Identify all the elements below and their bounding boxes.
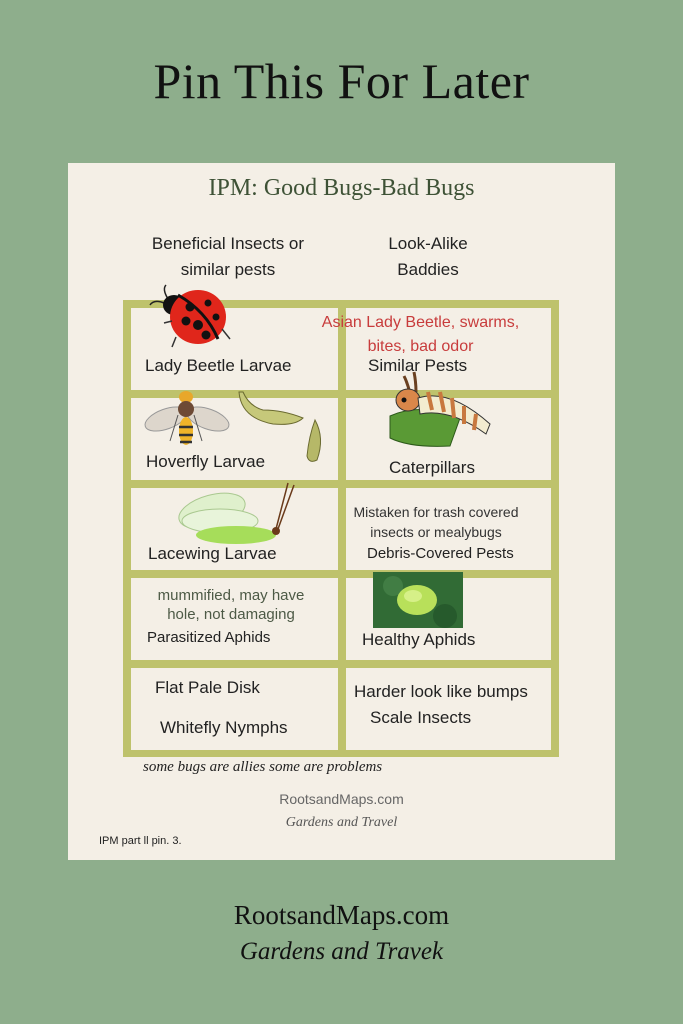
debris-note: Mistaken for trash covered insects or me…	[353, 504, 519, 540]
hoverfly-icon	[144, 391, 230, 445]
aphid-photo	[373, 572, 463, 628]
hoverfly-larva-icon	[238, 391, 321, 462]
cell-whitefly: Flat Pale Disk Whitefly Nymphs	[131, 668, 338, 750]
footer-subtitle: Gardens and Travek	[239, 938, 444, 965]
card-subtitle: Gardens and Travel	[285, 815, 398, 830]
cell-scale-insects: Harder look like bumps Scale Insects	[346, 668, 551, 750]
pin-note: IPM part ll pin. 3.	[99, 835, 182, 847]
cell-parasitized-aphids: mummified, may have hole, not damaging P…	[131, 578, 338, 660]
column-header-beneficial: Beneficial Insects or similar pests	[151, 234, 305, 279]
card-site-name: RootsandMaps.com	[279, 791, 404, 807]
tagline: some bugs are allies some are problems	[143, 759, 383, 775]
cell-similar-pests: Similar Pests	[346, 308, 551, 390]
lacewing-icon	[178, 482, 295, 544]
column-header-lookalike: Look-Alike Baddies	[388, 234, 468, 279]
footer-site-name: RootsandMaps.com	[233, 900, 450, 930]
infographic-card: IPM: Good Bugs-Bad Bugs Beneficial Insec…	[68, 163, 615, 860]
caterpillar-icon	[389, 371, 491, 447]
pin-title: Pin This For Later	[153, 53, 530, 109]
ladybug-icon	[149, 284, 231, 348]
asian-lady-beetle-note: Asian Lady Beetle, swarms, bites, bad od…	[321, 314, 520, 355]
cell-lady-beetle: Lady Beetle Larvae	[131, 308, 338, 390]
card-title: IPM: Good Bugs-Bad Bugs	[208, 175, 475, 201]
parasitized-note: mummified, may have hole, not damaging	[157, 587, 305, 623]
cell-debris-pests: Mistaken for trash covered insects or me…	[346, 488, 551, 570]
